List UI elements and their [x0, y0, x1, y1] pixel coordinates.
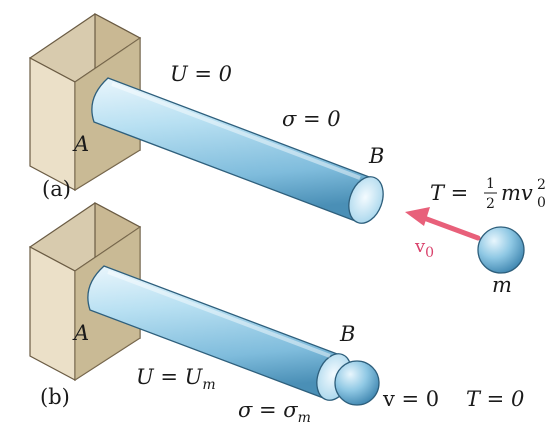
- mass-ball-b: [334, 360, 380, 406]
- point-b-label-b: B: [339, 322, 355, 346]
- svg-text:1: 1: [486, 176, 495, 192]
- point-b-label-a: B: [368, 144, 384, 168]
- rod-a-end-face: [348, 176, 384, 224]
- panel-b: A B U = Um σ = σm (b) v = 0 T = 0: [28, 202, 524, 426]
- velocity-zero-label: v = 0: [382, 387, 439, 411]
- energy-u-label-b: U = Um: [136, 365, 216, 393]
- stress-label-b: σ = σm: [238, 398, 311, 426]
- panel-a: A B U = 0 σ = 0 (a) v0 T = 1 2 mv 2 0 m: [28, 13, 546, 297]
- panel-tag-b: (b): [40, 385, 70, 409]
- point-a-label-a: A: [72, 132, 89, 156]
- velocity-arrow: [405, 207, 481, 241]
- svg-text:T =: T =: [430, 181, 468, 205]
- svg-text:mv: mv: [501, 181, 533, 205]
- panel-tag-a: (a): [42, 177, 71, 201]
- svg-text:2: 2: [537, 177, 546, 193]
- velocity-label: v0: [414, 236, 434, 261]
- svg-text:2: 2: [486, 196, 495, 212]
- rod-a: [91, 77, 384, 224]
- energy-u-label-a: U = 0: [170, 62, 232, 86]
- kinetic-energy-zero-label: T = 0: [466, 387, 524, 411]
- mass-label: m: [492, 273, 512, 297]
- kinetic-energy-formula-a: T = 1 2 mv 2 0: [430, 176, 546, 212]
- point-a-label-b: A: [72, 321, 89, 345]
- svg-text:0: 0: [537, 195, 546, 211]
- stress-label-a: σ = 0: [282, 107, 341, 131]
- mass-ball-a: [477, 226, 525, 274]
